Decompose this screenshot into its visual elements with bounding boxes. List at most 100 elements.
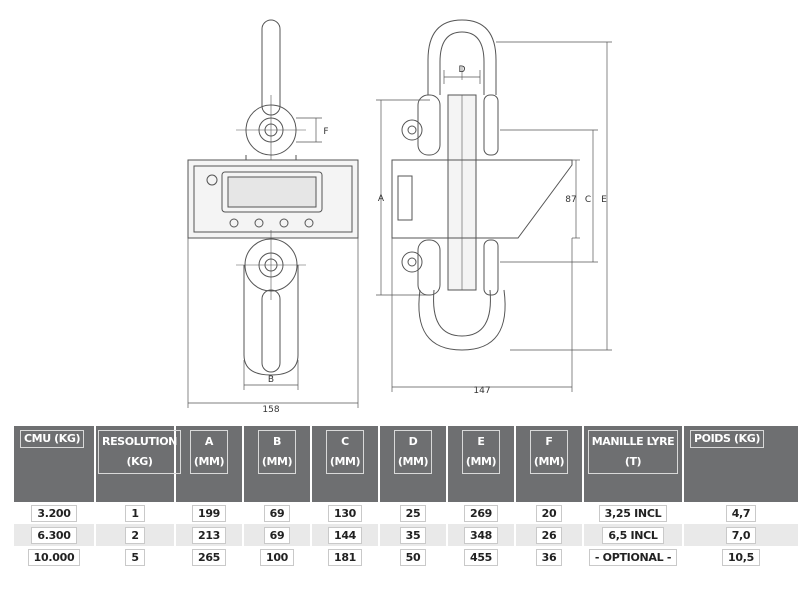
table-cell: 3,25 INCL (584, 502, 684, 524)
cell-value: 213 (191, 526, 227, 544)
table-cell: 69 (244, 524, 312, 546)
label-b: B (268, 375, 274, 385)
header-line-1: RESOLUTION (102, 435, 177, 448)
cell-value: 265 (191, 548, 227, 566)
header-line-1: C (341, 435, 349, 448)
table-cell: 144 (312, 524, 380, 546)
cell-value: 20 (535, 504, 563, 522)
cell-value: 269 (463, 504, 499, 522)
dim-f (296, 117, 322, 143)
column-header-label: F(MM) (529, 430, 569, 474)
table-cell: 36 (516, 546, 584, 568)
column-header-label: D(MM) (393, 430, 433, 474)
label-147: 147 (473, 386, 490, 396)
cell-value: 130 (327, 504, 363, 522)
front-body (187, 159, 359, 239)
cell-value: 144 (327, 526, 363, 544)
table-cell: 69 (244, 502, 312, 524)
dim-87 (572, 159, 580, 239)
header-line-1: E (477, 435, 485, 448)
column-header-label: POIDS (KG) (690, 430, 764, 448)
dimension-labels: F B 158 D A 87 C E 147 (262, 65, 607, 415)
cell-value: 3.200 (31, 504, 77, 522)
table-cell: 26 (516, 524, 584, 546)
cell-value: 1 (125, 504, 145, 522)
label-e: E (601, 195, 607, 205)
cell-value: 26 (535, 526, 563, 544)
cell-value: 36 (535, 548, 563, 566)
column-header: C (MM) (312, 426, 380, 502)
dim-158 (187, 238, 359, 408)
cell-value: 25 (399, 504, 427, 522)
label-87: 87 (565, 195, 576, 205)
cell-value: 181 (327, 548, 363, 566)
header-line-2: (MM) (261, 455, 293, 468)
cell-value: 6.300 (31, 526, 77, 544)
front-bottom-shackle (236, 230, 306, 376)
header-line-1: MANILLE LYRE (591, 435, 675, 448)
table-cell: 35 (380, 524, 448, 546)
column-header: CMU (KG) (14, 426, 96, 502)
cell-value: - OPTIONAL - (588, 548, 678, 566)
column-header: MANILLE LYRE (T) (584, 426, 684, 502)
table-cell: 25 (380, 502, 448, 524)
table-cell: 3.200 (14, 502, 96, 524)
table-cell: 100 (244, 546, 312, 568)
label-a: A (378, 194, 385, 204)
header-line-1: A (204, 435, 214, 448)
dim-147 (391, 238, 573, 392)
cell-value: 10.000 (27, 548, 81, 566)
column-header: A (MM) (176, 426, 244, 502)
table-cell: 4,7 (684, 502, 800, 524)
column-header-label: A (MM) (189, 430, 229, 474)
column-header-label: CMU (KG) (20, 430, 85, 448)
cell-value: 7,0 (725, 526, 757, 544)
spec-table: CMU (KG)RESOLUTION(KG)A(MM)B(MM)C(MM)D(M… (14, 426, 800, 568)
column-header-label: B (MM) (257, 430, 297, 474)
table-cell: 20 (516, 502, 584, 524)
dim-e (496, 41, 612, 351)
cell-value: 10,5 (722, 548, 760, 566)
label-f: F (323, 127, 328, 137)
column-header: POIDS (KG) (684, 426, 800, 502)
column-header-label: E (MM) (461, 430, 501, 474)
table-cell: 181 (312, 546, 380, 568)
front-top-shackle (236, 19, 306, 165)
label-c: C (585, 195, 591, 205)
cell-value: 455 (463, 548, 499, 566)
label-158: 158 (262, 405, 279, 415)
dim-b (243, 360, 299, 390)
side-ear-top (401, 119, 423, 141)
cell-value: 6,5 INCL (602, 526, 664, 544)
header-line-2: (T) (624, 455, 642, 468)
table-cell: 269 (448, 502, 516, 524)
dim-c (500, 129, 598, 263)
side-body (391, 94, 573, 291)
dim-d (443, 70, 481, 84)
column-header-label: C (MM) (325, 430, 365, 474)
header-line-2: (MM) (329, 455, 361, 468)
table-cell: 199 (176, 502, 244, 524)
table-cell: 7,0 (684, 524, 800, 546)
cell-value: 4,7 (725, 504, 757, 522)
label-d: D (459, 65, 466, 75)
column-header: B (MM) (244, 426, 312, 502)
side-ear-bottom (401, 251, 423, 273)
cell-value: 3,25 INCL (598, 504, 668, 522)
column-header-label: RESOLUTION(KG) (98, 430, 181, 474)
table-cell: 1 (96, 502, 176, 524)
dim-a (376, 99, 430, 296)
header-line-2: (MM) (193, 455, 225, 468)
header-line-2: (MM) (465, 455, 497, 468)
header-line-1: B (273, 435, 281, 448)
column-header: RESOLUTION(KG) (96, 426, 181, 502)
table-cell: 6.300 (14, 524, 96, 546)
table-cell: 10.000 (14, 546, 96, 568)
table-cell: 348 (448, 524, 516, 546)
header-line-1: D (408, 435, 418, 448)
cell-value: 348 (463, 526, 499, 544)
